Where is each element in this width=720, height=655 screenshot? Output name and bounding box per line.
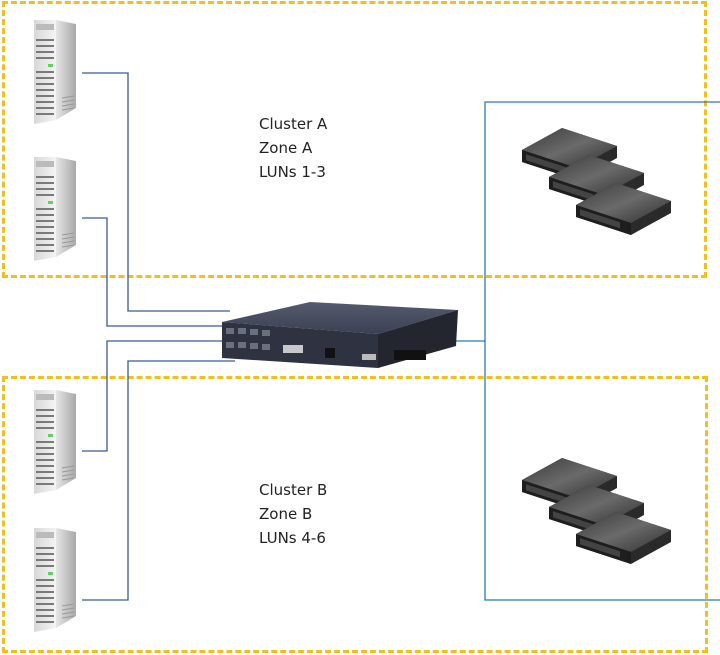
storage-array-icon-a <box>522 128 671 235</box>
fibre-channel-switch-icon <box>222 302 458 368</box>
server-icon-a2 <box>33 156 77 262</box>
server-icon-b2 <box>33 527 77 633</box>
cluster-a-text: Cluster A <box>259 115 328 133</box>
link-server-b1-switch <box>82 340 225 452</box>
luns-b-text: LUNs 4-6 <box>259 529 326 547</box>
luns-a-text: LUNs 1-3 <box>259 163 326 181</box>
server-icon-b1 <box>33 389 77 495</box>
zone-b-text: Zone B <box>259 505 313 523</box>
zone-b-boundary <box>2 376 708 653</box>
server-icon-a1 <box>33 19 77 125</box>
link-server-b2-switch <box>82 360 235 601</box>
storage-array-icon-b <box>522 458 671 564</box>
storage-links <box>455 101 720 601</box>
zone-b-label: Cluster B Zone B LUNs 4-6 <box>259 478 327 550</box>
zone-a-boundary <box>2 1 707 278</box>
zone-a-text: Zone A <box>259 139 313 157</box>
zone-a-label: Cluster A Zone A LUNs 1-3 <box>259 112 327 184</box>
zone-b-links <box>82 340 235 601</box>
zone-a-links <box>82 72 230 327</box>
link-storage-bus <box>484 101 720 601</box>
link-server-a1-switch <box>82 72 230 312</box>
link-server-a2-switch <box>82 217 225 327</box>
cluster-b-text: Cluster B <box>259 481 328 499</box>
